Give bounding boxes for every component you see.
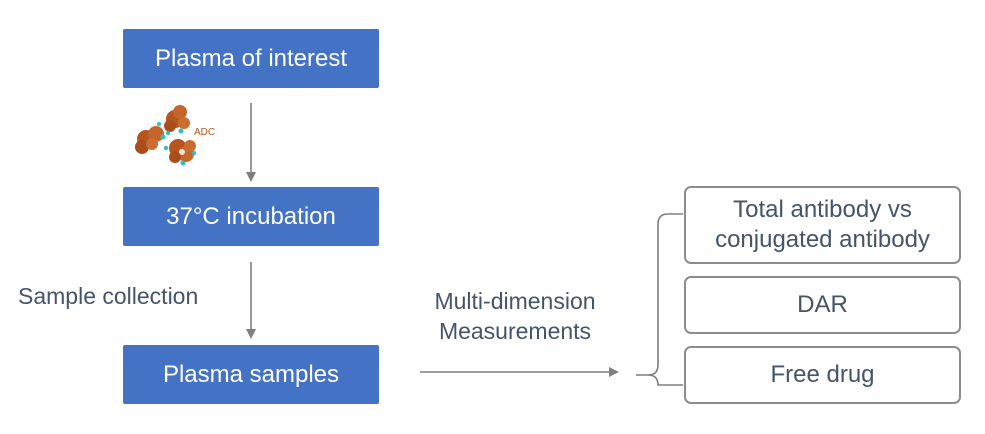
- stage-plasma-samples-label: Plasma samples: [162, 360, 340, 388]
- measurements-bracket: [636, 213, 683, 386]
- stage-plasma-samples: Plasma samples: [123, 345, 379, 404]
- adc-label: ADC: [194, 127, 215, 138]
- outcome-free-drug: Free drug: [684, 346, 961, 404]
- adc-antibody-icon: [135, 105, 197, 166]
- outcome-dar: DAR: [684, 276, 961, 334]
- measurements-label: Multi-dimension Measurements: [406, 286, 624, 346]
- outcome-free-drug-label: Free drug: [770, 361, 875, 388]
- measurements-label-line2: Measurements: [438, 318, 592, 344]
- stage-plasma-of-interest: Plasma of interest: [123, 29, 379, 88]
- measurements-label-line1: Multi-dimension: [434, 288, 596, 314]
- outcome-total-antibody-line1: Total antibody vs: [733, 196, 912, 223]
- stage-incubation-label: 37°C incubation: [166, 202, 336, 230]
- outcome-total-antibody: Total antibody vs conjugated antibody: [684, 186, 961, 264]
- outcome-dar-label: DAR: [797, 291, 848, 318]
- stage-plasma-of-interest-label: Plasma of interest: [154, 44, 348, 72]
- outcome-total-antibody-line2: conjugated antibody: [715, 226, 930, 253]
- sample-collection-label: Sample collection: [18, 283, 199, 309]
- stage-incubation: 37°C incubation: [123, 187, 379, 246]
